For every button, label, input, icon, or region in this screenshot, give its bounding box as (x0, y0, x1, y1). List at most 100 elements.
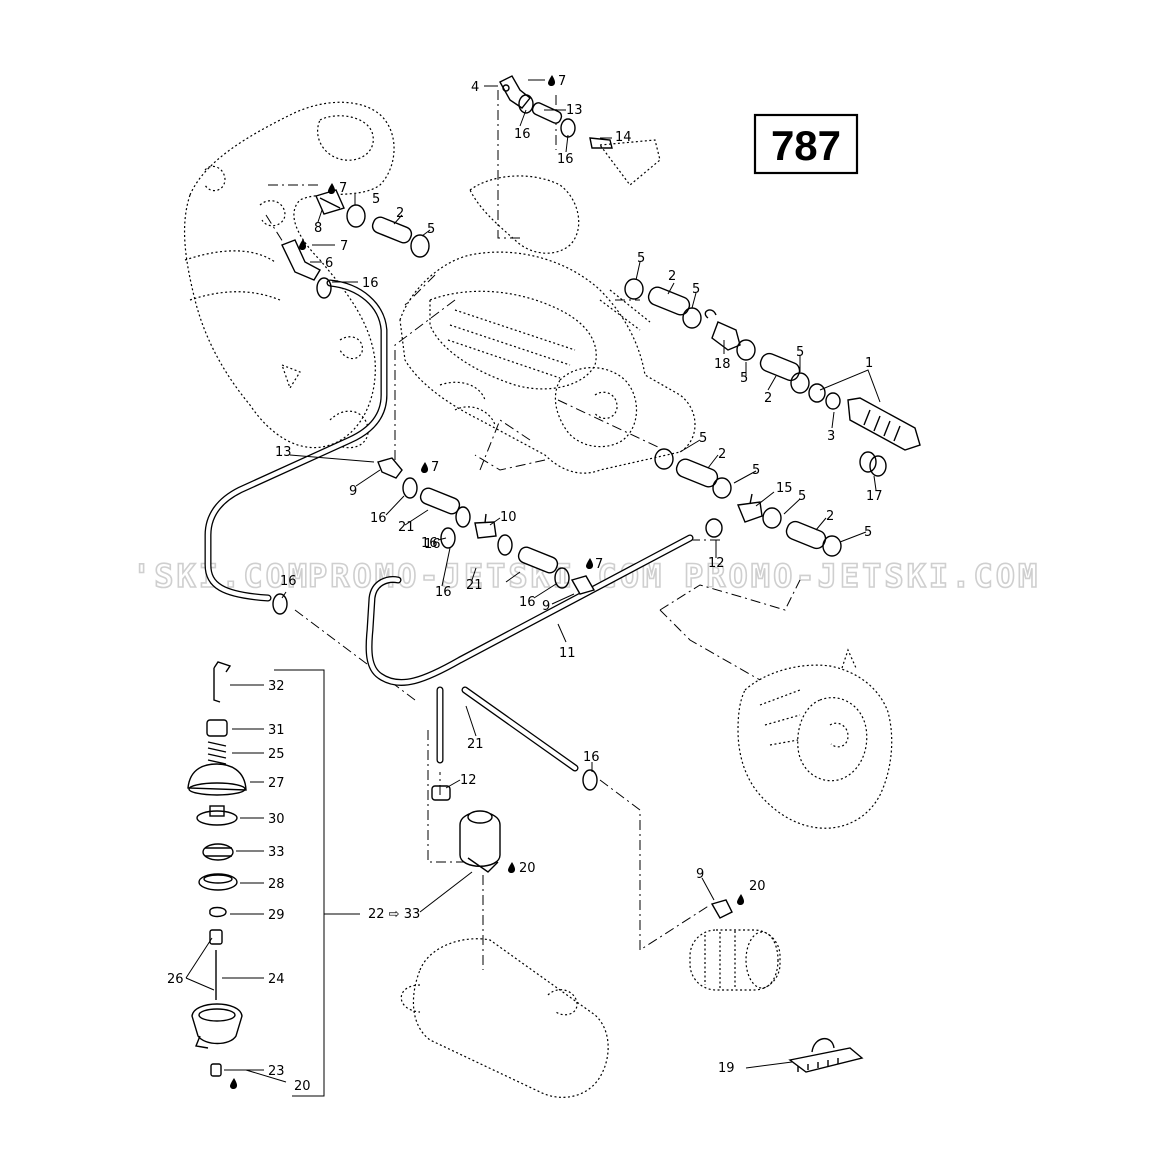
callout: 33 (268, 845, 285, 860)
drop-icon (328, 183, 336, 195)
callout: 24 (268, 972, 285, 987)
callout: 2 (668, 269, 676, 284)
clamp-5-e (736, 339, 756, 361)
callout: 7 (339, 181, 347, 196)
tee-fitting-10 (474, 513, 497, 539)
filter-outline (689, 929, 781, 991)
elbow-fitting-9-c (710, 899, 733, 919)
callout: 5 (752, 463, 760, 478)
drop-icon (230, 1078, 238, 1090)
clamp-5-j (822, 535, 842, 557)
callout: 2 (396, 206, 404, 221)
washer-3 (825, 392, 841, 410)
flush-fitting-1 (847, 397, 921, 451)
callout: 7 (340, 239, 348, 254)
clamp-5-d (682, 307, 702, 329)
hose-piece-2-a (371, 216, 413, 244)
callout: 16 (370, 511, 387, 526)
callout: 26 (167, 972, 184, 987)
drop-icon (586, 558, 594, 570)
oil-drop-icons (230, 75, 745, 1090)
leader-lines (185, 79, 881, 1097)
callout: 16 (519, 595, 536, 610)
engine-outline (399, 175, 696, 474)
clamp-5-f (790, 372, 810, 394)
callout: 8 (314, 221, 322, 236)
callout: 16 (435, 585, 452, 600)
callout: 31 (268, 723, 285, 738)
callout: 23 (268, 1064, 285, 1079)
drop-icon (548, 75, 556, 87)
callout-labels: 1 2 2 2 2 2 3 4 5 5 5 5 5 5 5 5 5 5 6 7 … (167, 74, 883, 1094)
clamp-16-top-a (518, 94, 534, 114)
ring-clamp-1 (808, 383, 826, 403)
callout: 7 (595, 557, 603, 572)
valve-parts-stack (187, 661, 247, 1077)
callout: 16 (514, 127, 531, 142)
callout: 5 (372, 192, 380, 207)
hose-piece-2-e (785, 520, 827, 550)
callout: 9 (696, 867, 704, 882)
callout: 5 (637, 251, 645, 266)
callout: 16 (557, 152, 574, 167)
hose-13 (204, 279, 388, 602)
watermark-right: PROMO-JETSKI.COM (684, 557, 1040, 595)
drop-icon (737, 894, 745, 906)
callout: 5 (427, 222, 435, 237)
callout: 10 (500, 510, 517, 525)
elbow-fitting-4 (499, 75, 531, 109)
callout: 7 (431, 460, 439, 475)
watermark-center: PROMO-JETSKI.COM (308, 557, 664, 595)
callout: 21 (398, 520, 415, 535)
hose-11 (365, 534, 694, 772)
callout: 7 (558, 74, 566, 89)
callout: 16 (280, 574, 297, 589)
clamp-16-c (455, 506, 471, 528)
callout: 13 (566, 103, 583, 118)
callout: 9 (349, 484, 357, 499)
clamp-5-h (712, 477, 732, 499)
watermark: 'SKI.COM PROMO-JETSKI.COM PROMO-JETSKI.C… (131, 556, 1040, 596)
callout: 4 (471, 80, 479, 95)
fitting-14 (589, 137, 661, 186)
callout: 13 (275, 445, 292, 460)
callout: 20 (519, 861, 536, 876)
callout: 11 (559, 646, 576, 661)
jet-pump-outline (737, 648, 893, 829)
callout: 18 (714, 357, 731, 372)
callout: 15 (776, 481, 793, 496)
o-rings-17 (859, 451, 887, 477)
callout: 5 (699, 431, 707, 446)
hose-piece-13-top (531, 102, 563, 124)
hose-piece-2-c (759, 352, 801, 382)
callout: 14 (615, 130, 632, 145)
clamp-16-e (497, 534, 513, 556)
exhaust-manifold-outline (183, 101, 395, 449)
clamp-16-top-b (560, 118, 576, 138)
clamp-16-h (582, 769, 598, 791)
callout: 28 (268, 877, 285, 892)
callout: 6 (325, 256, 333, 271)
callout: 22 ⇨ 33 (368, 907, 420, 922)
callout: 5 (692, 282, 700, 297)
callout: 32 (268, 679, 285, 694)
callout: 9 (542, 599, 550, 614)
drop-icon (508, 862, 516, 874)
callout: 20 (294, 1079, 311, 1094)
callout: 16 (421, 536, 438, 551)
elbow-fitting-6 (281, 239, 321, 281)
clamp-5-a (346, 204, 366, 228)
callout: 5 (798, 489, 806, 504)
clamp-5-b (410, 234, 430, 258)
elbow-fitting-9-a (377, 457, 403, 479)
sleeve-12-b (431, 785, 451, 801)
callout: 16 (583, 750, 600, 765)
callout: 2 (718, 447, 726, 462)
callout: 16 (424, 537, 441, 552)
callout: 1 (865, 356, 873, 371)
clamp-16-g (272, 593, 288, 615)
diagram-id: 787 (771, 122, 841, 169)
callout: 17 (866, 489, 883, 504)
hose-piece-21-b (517, 546, 559, 574)
